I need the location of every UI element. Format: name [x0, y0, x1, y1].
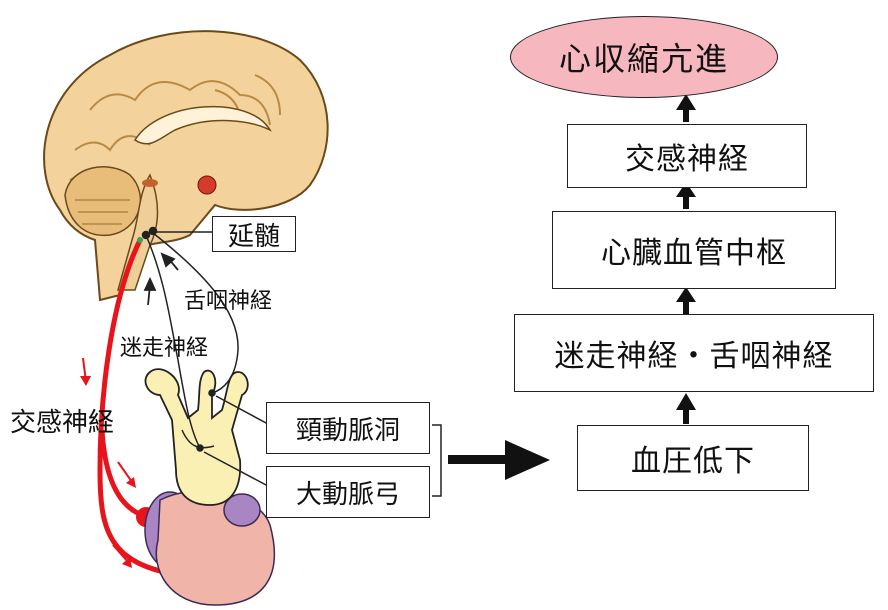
flow-nerves-box: 迷走神経・舌咽神経 [514, 314, 874, 392]
medulla-label: 延髄 [212, 216, 296, 252]
brain-illustration [43, 30, 329, 302]
aortic-arch-label: 大動脈弓 [266, 466, 430, 518]
flow-center-box: 心臓血管中枢 [552, 211, 836, 289]
aorta-carotid-illustration [144, 368, 249, 506]
carotid-sinus-label: 頸動脈洞 [266, 402, 430, 454]
sympathetic-label: 交感神経 [10, 408, 115, 438]
arrow-right-icon [448, 440, 550, 480]
heart-illustration [144, 490, 276, 606]
flow-bp-drop-box: 血圧低下 [577, 425, 809, 491]
afferent-nerves [137, 226, 239, 452]
nerve-direction-arrows [143, 252, 179, 306]
flow-result-oval: 心収縮亢進 [510, 16, 778, 98]
glossopharyngeal-label: 舌咽神経 [184, 289, 273, 314]
vagus-label: 迷走神経 [120, 336, 209, 361]
pointer-lines [157, 231, 442, 497]
arrow-up-icon [676, 94, 696, 424]
flow-sympathetic-box: 交感神経 [567, 124, 807, 188]
